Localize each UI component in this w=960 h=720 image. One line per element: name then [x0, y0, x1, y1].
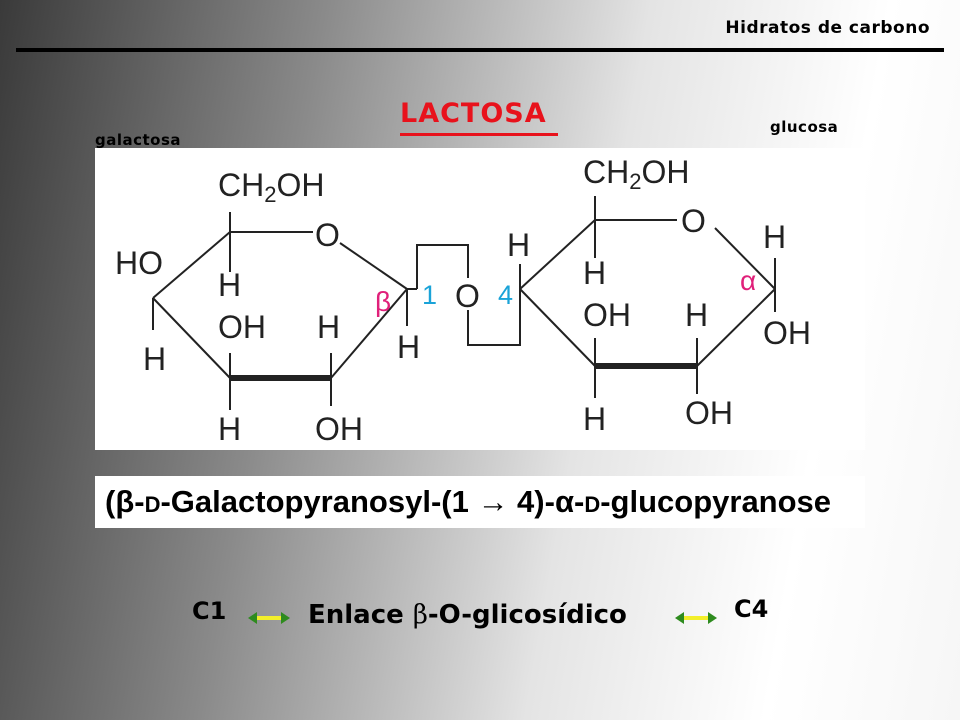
glucose-h-c4: H	[583, 255, 606, 291]
galactose-ring-o: O	[315, 217, 340, 253]
galactose-bond-o-c1	[339, 242, 408, 290]
label-glucosa: glucosa	[770, 118, 839, 136]
galactose-oh-c3: OH	[218, 309, 266, 345]
name-part-4: D	[584, 492, 601, 517]
galactose-h-c1: H	[397, 329, 420, 365]
galactose-h-c4: H	[218, 267, 241, 303]
header-rule	[16, 48, 944, 52]
galactose-ch2oh: CH2OH	[218, 167, 324, 207]
glucose-oh-c1: OH	[763, 315, 811, 351]
bridge-upper	[416, 244, 469, 289]
glucose-bond-c4-c3	[519, 288, 596, 367]
systematic-name: (β-D-Galactopyranosyl-(1 → 4)-α-D-glucop…	[105, 484, 831, 520]
glucose-h-c2: H	[685, 297, 708, 333]
label-c4: C4	[734, 595, 769, 623]
glycosidic-bond-label: Enlace β-O-glicosídico	[308, 600, 627, 630]
galactose-ho: HO	[115, 245, 163, 281]
galactose-bond-c4-c3	[152, 297, 231, 379]
double-arrow-icon-right	[675, 612, 717, 624]
glucose-oh-bottom: OH	[685, 395, 733, 431]
galactose-ring	[152, 212, 417, 410]
name-part-1: (β-	[105, 484, 145, 519]
bond-prefix: Enlace	[308, 600, 413, 630]
galactose-h-left: H	[143, 341, 166, 377]
glucose-h-bottom: H	[583, 401, 606, 437]
double-arrow-icon-left	[248, 612, 290, 624]
glucose-bond-c4-c5	[519, 219, 596, 290]
lactose-structure-svg: CH2OH O HO H OH H H OH H β 1 O 4 CH2OH O…	[115, 154, 811, 447]
header-title: Hidratos de carbono	[725, 18, 930, 38]
name-part-5: -glucopyranose	[600, 484, 832, 519]
label-galactosa: galactosa	[95, 131, 182, 149]
glucose-ring-o: O	[681, 203, 706, 239]
glucose-alpha: α	[740, 265, 756, 296]
galactose-h-c2-label: H	[317, 309, 340, 345]
label-c1: C1	[192, 597, 227, 625]
galactose-bond-c1-c2	[330, 288, 408, 379]
galactose-bond-c4-c5	[152, 231, 231, 299]
lactose-structure-diagram: CH2OH O HO H OH H H OH H β 1 O 4 CH2OH O…	[95, 148, 865, 450]
main-title-underline	[400, 133, 558, 136]
bridge-lower	[467, 289, 521, 346]
galactose-h-bottom: H	[218, 411, 241, 447]
bridge-oxygen: O	[455, 278, 480, 314]
glucose-h-c4-top: H	[507, 227, 530, 263]
glucose-oh-c3: OH	[583, 297, 631, 333]
galactose-beta: β	[375, 286, 391, 317]
galactose-oh-bottom: OH	[315, 411, 363, 447]
bond-suffix: -O-glicosídico	[427, 600, 627, 630]
glucose-h-c1: H	[763, 219, 786, 255]
main-title: LACTOSA	[400, 98, 547, 129]
systematic-name-panel: (β-D-Galactopyranosyl-(1 → 4)-α-D-glucop…	[95, 476, 865, 528]
glucose-ch2oh: CH2OH	[583, 154, 689, 194]
name-part-3: -Galactopyranosyl-(1 → 4)-α-	[160, 484, 585, 519]
galactose-c1-number: 1	[422, 280, 437, 310]
bond-greek: β	[412, 600, 428, 630]
name-part-2: D	[144, 492, 161, 517]
glucose-c4-number: 4	[498, 280, 513, 310]
glucose-bond-c1-c2	[696, 288, 776, 367]
glycosidic-bridge	[416, 244, 521, 346]
glucose-bond-o-c1	[714, 227, 776, 290]
